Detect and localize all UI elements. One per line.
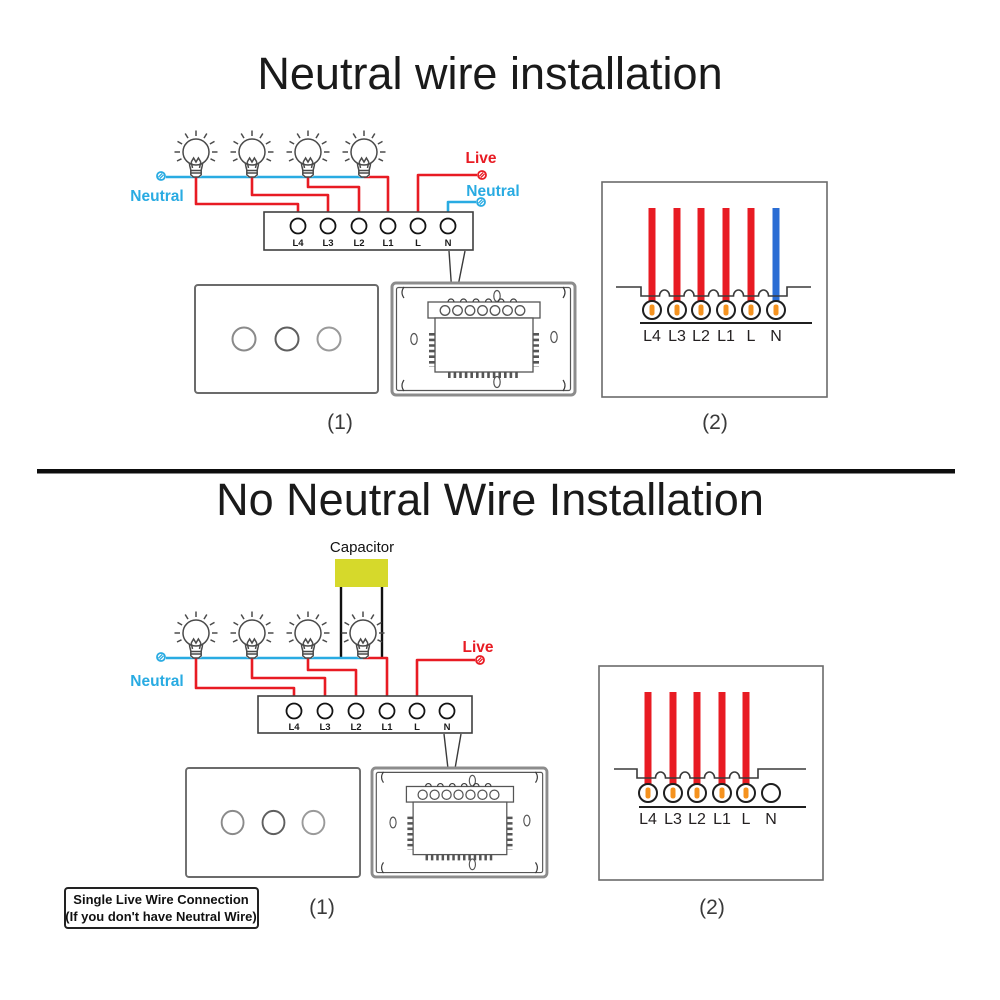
red-wire: [747, 208, 755, 303]
terminal-label: N: [765, 811, 777, 828]
red-wire: [648, 208, 656, 303]
light-bulb-icon: [173, 610, 219, 659]
lamp4-wire: [363, 656, 389, 704]
light-bulb-icon: [229, 610, 275, 659]
panel2-caption: (2): [702, 411, 728, 434]
red-wire: [669, 692, 677, 785]
live-wire: [416, 173, 477, 219]
terminal-label: L: [415, 238, 421, 249]
note-line1: Single Live Wire Connection: [73, 892, 248, 907]
panel2-caption: (2): [699, 896, 725, 919]
lamp2-wire: [250, 658, 327, 704]
lamp2-wire: [250, 177, 330, 219]
live-screw-icon: [475, 655, 485, 665]
neutral-label: Neutral: [130, 188, 183, 205]
red-wire: [722, 208, 730, 303]
lamp3-wire: [306, 177, 361, 219]
lamp4-wire: [364, 175, 390, 219]
top-section-title: Neutral wire installation: [257, 48, 722, 99]
terminal-label: L2: [350, 722, 361, 733]
neutral-label: Neutral: [466, 183, 519, 200]
switch-back-panel: [372, 768, 547, 877]
red-wire: [673, 208, 681, 303]
connector-profile: [614, 768, 806, 779]
light-bulb-icon: [340, 610, 386, 659]
terminal-label: L2: [353, 238, 364, 249]
note-line2: (If you don't have Neutral Wire): [65, 909, 257, 924]
blue-wire: [772, 208, 780, 303]
terminal-label: L2: [692, 328, 710, 345]
red-wire: [742, 692, 750, 785]
terminal-label: L: [747, 328, 756, 345]
terminal-label: L: [742, 811, 751, 828]
top-terminal-strip: L4 L3 L2 L1 L N: [263, 211, 474, 251]
terminal-label: L3: [322, 238, 333, 249]
panel1-caption: (1): [309, 896, 335, 919]
light-bulb-icon: [229, 129, 275, 178]
terminal-label: L4: [643, 328, 661, 345]
neutral-screw-icon: [156, 652, 166, 662]
bottom-terminal-strip: L4 L3 L2 L1 L N: [257, 695, 473, 734]
terminal-label: N: [444, 722, 451, 733]
neutral-label: Neutral: [130, 673, 183, 690]
live-screw-icon: [477, 170, 487, 180]
top-schematic-wires: [166, 173, 477, 219]
panel1-caption: (1): [327, 411, 353, 434]
live-label: Live: [462, 639, 493, 656]
terminal-label: N: [445, 238, 452, 249]
red-wire: [718, 692, 726, 785]
capacitor-leads: [339, 587, 384, 658]
light-bulb-icon: [285, 610, 331, 659]
terminal-label: N: [770, 328, 782, 345]
capacitor-icon: [335, 559, 388, 587]
terminal-label: L1: [381, 722, 393, 733]
red-wire: [644, 692, 652, 785]
terminal-label: L4: [292, 238, 304, 249]
bottom-wiring-detail-panel: L4 L3 L2 L1 L N: [598, 665, 824, 881]
light-bulb-icon: [173, 129, 219, 178]
terminal-label: L3: [319, 722, 330, 733]
terminal-label: L4: [639, 811, 657, 828]
terminal-label: L2: [688, 811, 706, 828]
lamp3-wire: [306, 658, 358, 704]
switch-back-panel: [392, 283, 575, 395]
section-divider: [37, 469, 955, 474]
terminal-label: L3: [668, 328, 686, 345]
neutral-screw-icon: [156, 171, 166, 181]
switch-front-panel: [184, 766, 362, 878]
terminal-label: L4: [288, 722, 300, 733]
switch-front-panel: [194, 284, 379, 394]
live-wire: [415, 658, 475, 704]
live-label: Live: [465, 150, 496, 167]
terminal-label: L1: [717, 328, 735, 345]
terminal-label: L3: [664, 811, 682, 828]
red-wire: [697, 208, 705, 303]
connector-profile: [616, 286, 811, 297]
note-box: Single Live Wire Connection (If you don'…: [64, 887, 259, 929]
light-bulb-icon: [341, 129, 387, 178]
terminal-label: L1: [382, 238, 394, 249]
bottom-section-title: No Neutral Wire Installation: [216, 474, 764, 525]
red-wire: [693, 692, 701, 785]
light-bulb-icon: [285, 129, 331, 178]
top-wiring-detail-panel: L4 L3 L2 L1 L N: [601, 181, 828, 398]
terminal-label: L1: [713, 811, 731, 828]
terminal-label: L: [414, 722, 420, 733]
capacitor-label: Capacitor: [330, 539, 394, 556]
